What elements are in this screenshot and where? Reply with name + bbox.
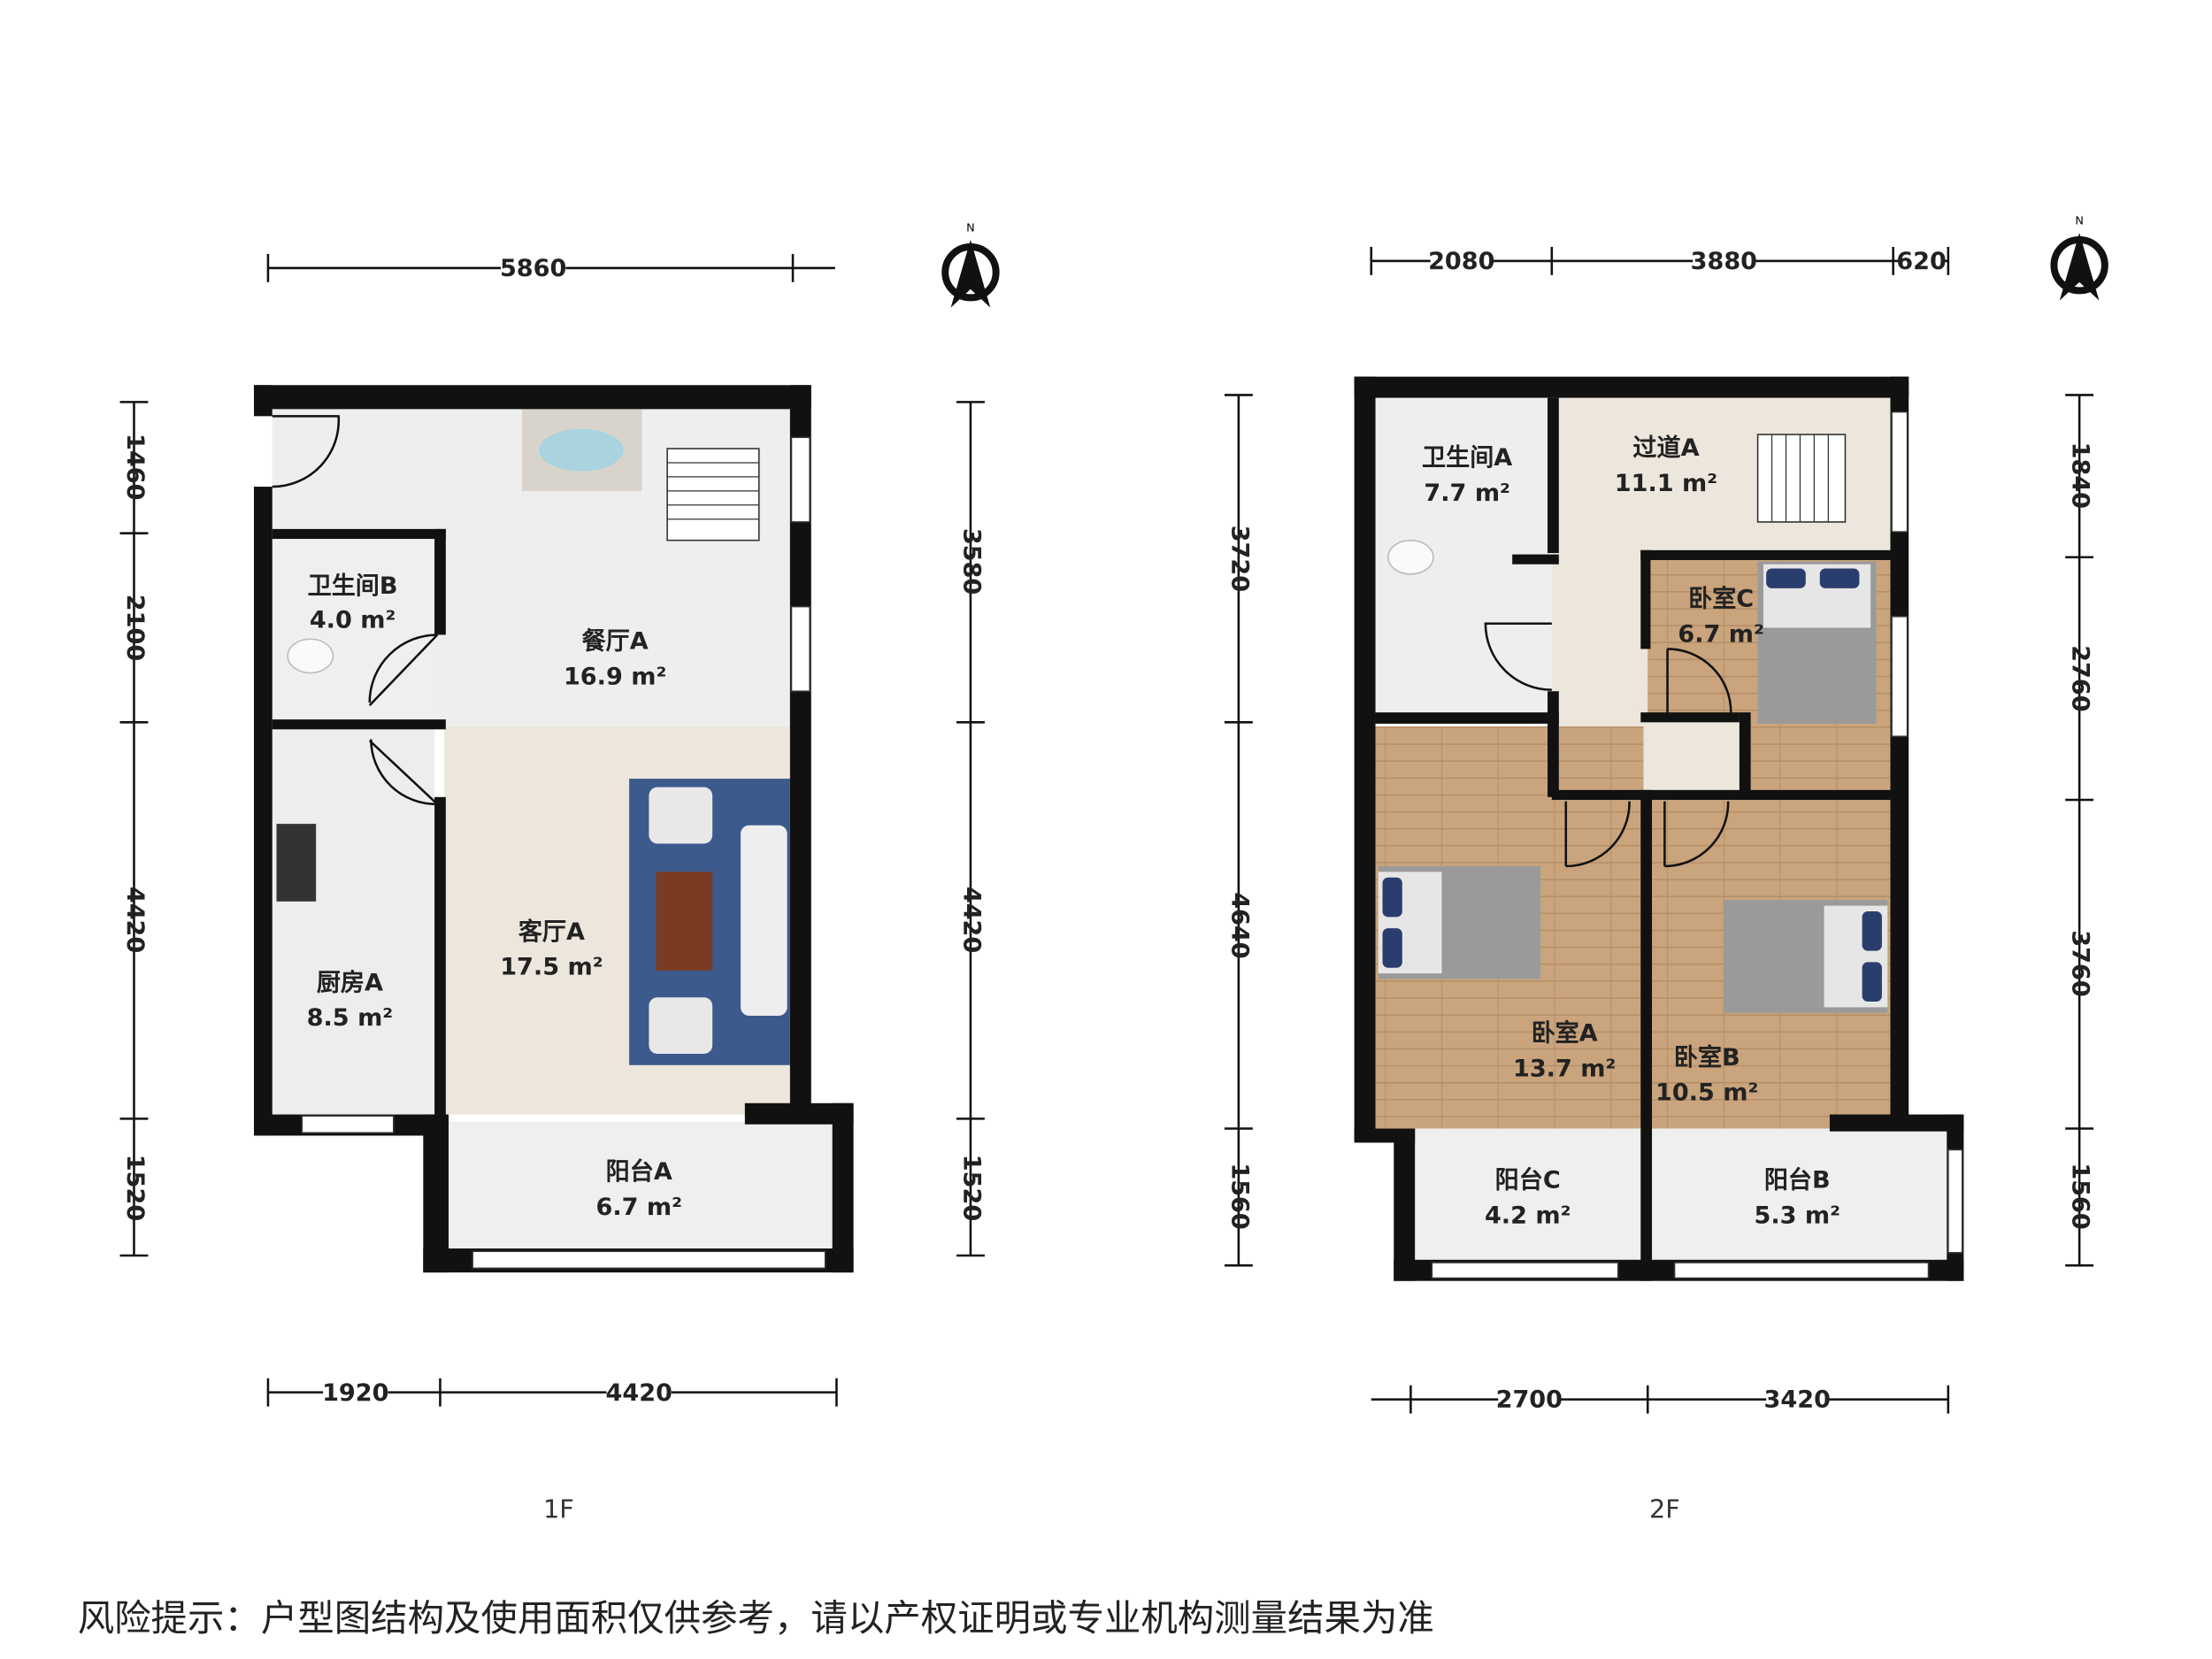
stove-icon xyxy=(276,824,317,902)
armchair-icon xyxy=(649,787,713,844)
north-arrow-icon: N xyxy=(2050,215,2108,301)
balcony-b-floor xyxy=(1652,1128,1947,1260)
kitchen-floor xyxy=(272,726,435,1115)
dimension-label: 3580 xyxy=(957,528,985,595)
dimension-label: 4420 xyxy=(957,887,985,953)
room-area: 7.7 m² xyxy=(1424,480,1510,507)
dimension-label: 4420 xyxy=(606,1379,672,1407)
room-area: 6.7 m² xyxy=(595,1194,682,1221)
dimension-label: 1840 xyxy=(2067,442,2094,509)
room-name: 过道A xyxy=(1632,434,1699,462)
door xyxy=(272,415,341,488)
window xyxy=(1891,615,1909,738)
toilet-icon xyxy=(1387,539,1434,575)
door xyxy=(1663,801,1730,868)
dimension-label: 1920 xyxy=(322,1379,388,1407)
dimension-label: 1520 xyxy=(957,1155,985,1221)
room-name: 卫生间A xyxy=(1422,444,1512,472)
floor-label: 2F xyxy=(1649,1494,1680,1525)
dimension-label: 2100 xyxy=(121,595,149,661)
floor-1f: 餐厅A 16.9 m² 卫生间B 4.0 m² 客厅A 17.5 m² 厨房A … xyxy=(119,221,1000,1525)
dimension-lines-1f xyxy=(119,253,985,1407)
dimension-label: 1560 xyxy=(2067,1163,2094,1229)
balcony-c-floor xyxy=(1415,1128,1641,1260)
window xyxy=(790,436,810,523)
dimension-label: 2760 xyxy=(2067,645,2094,711)
room-name: 卧室C xyxy=(1688,585,1754,613)
room-name: 厨房A xyxy=(317,969,383,996)
room-area: 6.7 m² xyxy=(1678,620,1764,648)
dimension-label: 3760 xyxy=(2067,930,2094,996)
floor-2f: 卫生间A 7.7 m² 过道A 11.1 m² 卧室C 6.7 m² 卧室A 1… xyxy=(1224,215,2108,1525)
door xyxy=(368,739,439,806)
window xyxy=(1673,1262,1930,1279)
bed-icon xyxy=(1378,865,1541,979)
room-name: 卫生间B xyxy=(308,572,398,600)
dimension-label: 1520 xyxy=(121,1155,149,1221)
room-area: 16.9 m² xyxy=(564,663,666,690)
dimension-label: 5860 xyxy=(500,255,566,282)
dimension-label: 3720 xyxy=(1225,526,1253,592)
window xyxy=(472,1250,826,1270)
window xyxy=(1947,1148,1963,1254)
armchair-icon xyxy=(649,997,713,1055)
north-arrow-icon: N xyxy=(941,221,1000,308)
room-area: 13.7 m² xyxy=(1513,1056,1616,1083)
dimension-label: 620 xyxy=(1896,248,1947,275)
dimension-label: 1460 xyxy=(121,434,149,500)
staircase-icon xyxy=(666,448,760,541)
room-area: 4.2 m² xyxy=(1485,1202,1571,1229)
dimension-label: 3420 xyxy=(1764,1386,1831,1414)
dimension-label: 4420 xyxy=(121,887,149,953)
room-area: 17.5 m² xyxy=(500,954,603,981)
dining-table-top xyxy=(539,428,624,472)
north-label: N xyxy=(966,221,975,234)
dimension-label: 2700 xyxy=(1496,1386,1563,1414)
door xyxy=(1484,622,1552,691)
dimension-label: 2080 xyxy=(1428,248,1494,275)
room-name: 卧室B xyxy=(1674,1043,1740,1071)
sofa-icon xyxy=(741,825,787,1016)
coffee-table xyxy=(656,872,713,971)
bed-icon xyxy=(1724,900,1888,1013)
bed-icon xyxy=(1757,561,1877,724)
floor-label: 1F xyxy=(543,1494,574,1525)
toilet-icon xyxy=(287,638,334,674)
window xyxy=(1431,1262,1619,1279)
room-area: 4.0 m² xyxy=(310,607,396,634)
window xyxy=(790,605,810,693)
door xyxy=(368,634,439,707)
disclaimer: 风险提示：户型图结构及使用面积仅供参考，请以产权证明或专业机构测量结果为准 xyxy=(78,1597,1434,1640)
room-area: 11.1 m² xyxy=(1615,470,1717,497)
north-label: N xyxy=(2075,215,2084,228)
left-dimensions-1f: 1460 2100 4420 1520 3580 4420 1520 xyxy=(121,434,985,1221)
room-area: 8.5 m² xyxy=(307,1004,394,1032)
dimension-lines-2f xyxy=(1224,247,2094,1414)
room-name: 阳台A xyxy=(606,1157,672,1186)
room-name: 卧室A xyxy=(1532,1019,1598,1048)
room-name: 餐厅A xyxy=(582,627,649,655)
room-name: 阳台B xyxy=(1764,1165,1831,1194)
dimension-label: 1560 xyxy=(1225,1163,1253,1229)
room-name: 客厅A xyxy=(518,918,585,946)
window xyxy=(1891,411,1909,533)
room-area: 10.5 m² xyxy=(1655,1079,1758,1107)
door xyxy=(1564,801,1631,868)
room-name: 阳台C xyxy=(1495,1165,1561,1194)
window xyxy=(301,1115,395,1134)
door xyxy=(1666,648,1732,716)
staircase-icon xyxy=(1756,434,1847,523)
dimension-label: 4640 xyxy=(1225,892,1253,958)
room-area: 5.3 m² xyxy=(1754,1202,1840,1229)
balcony-a-floor xyxy=(449,1121,833,1249)
dimension-label: 3880 xyxy=(1691,248,1757,275)
bathroom-b-floor xyxy=(272,539,435,727)
